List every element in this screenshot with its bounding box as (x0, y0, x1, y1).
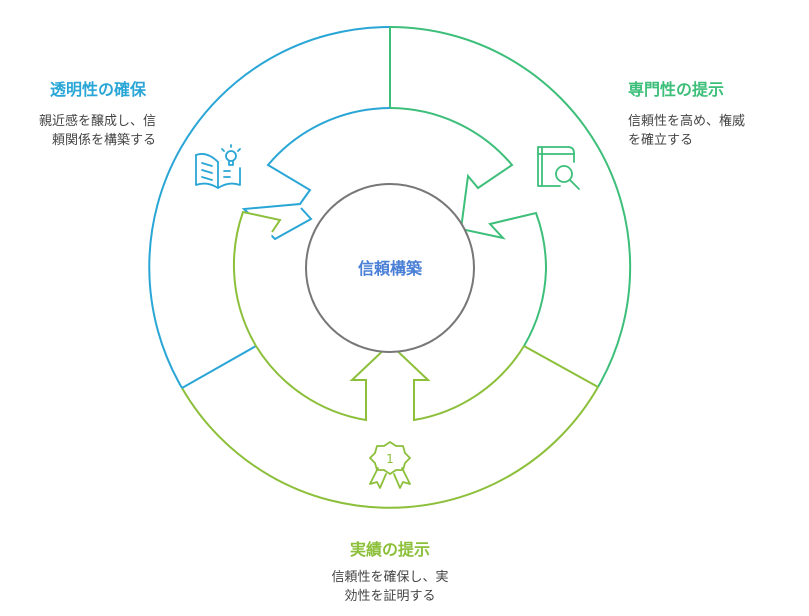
divider-left (181, 345, 257, 389)
divider-right (523, 345, 599, 388)
book-lightbulb-icon (195, 144, 241, 189)
results-desc-line1: 信頼性を確保し、実 (331, 570, 449, 585)
outer-ring-transparency (148, 25, 391, 389)
award-badge-icon (369, 441, 411, 489)
arrow-results (232, 210, 282, 347)
results-title: 実績の提示 (349, 540, 430, 559)
center-label: 信頼構築 (357, 259, 422, 278)
transparency-desc: 親近感を醸成し、信 頼関係を構築する (0, 112, 156, 150)
badge-number: 1 (386, 452, 394, 466)
arrow-expertise (389, 107, 548, 347)
transparency-desc-line1: 親近感を醸成し、信 (38, 114, 156, 129)
transparency-title: 透明性の確保 (50, 80, 147, 99)
arrow-results-up (255, 342, 525, 422)
results-desc: 信頼性を確保し、実 効性を証明する (305, 568, 475, 606)
expertise-desc-line1: 信頼性を高め、権威 (628, 114, 746, 129)
transparency-desc-line2: 頼関係を構築する (51, 133, 156, 148)
results-desc-line2: 効性を証明する (344, 589, 436, 604)
outer-ring-results (181, 386, 599, 509)
arrow-transparency (241, 107, 391, 241)
expertise-title: 専門性の提示 (628, 80, 725, 99)
outer-ring-expertise (389, 26, 632, 388)
center-circle (305, 183, 475, 353)
expertise-desc-line2: を確立する (628, 133, 694, 148)
expertise-desc: 信頼性を高め、権威 を確立する (628, 112, 798, 150)
book-magnifier-icon (537, 146, 580, 190)
